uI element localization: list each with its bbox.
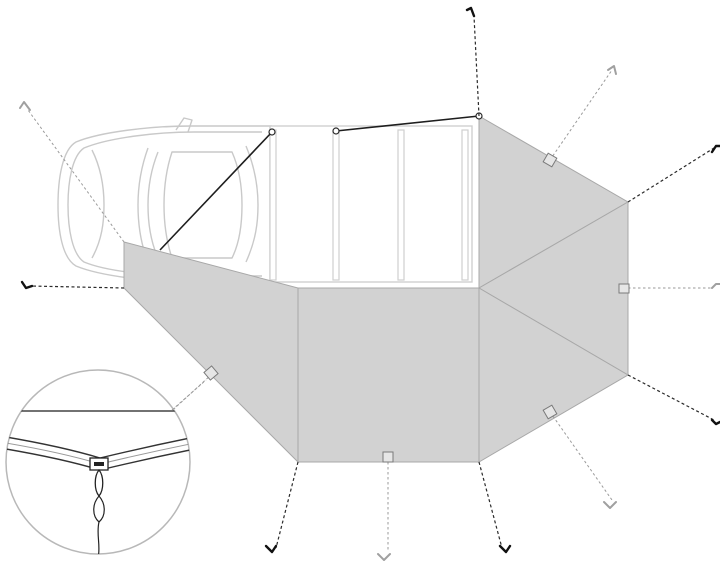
- vehicle-load-bed: [269, 125, 473, 283]
- guy-rope-upper-right: [549, 69, 613, 161]
- tent-stake-icon: [465, 6, 476, 18]
- tent-stake-icon: [603, 501, 617, 509]
- tie-down-tab-icon: [542, 404, 558, 420]
- stakes-main: [20, 6, 720, 554]
- guy-rope-left-upper: [27, 109, 125, 243]
- support-arm-top: [335, 115, 480, 132]
- tent-stake-icon: [264, 544, 278, 554]
- vehicle-rear-window: [245, 145, 259, 263]
- vehicle-windshield-inner: [147, 151, 159, 259]
- guy-rope-lower-right: [549, 411, 613, 501]
- tent-stake-icon: [377, 553, 391, 561]
- guy-rope-left: [29, 285, 125, 289]
- tent-stake-icon: [710, 144, 720, 154]
- guy-rope-right-upper: [627, 147, 715, 203]
- arm-mount-1: [268, 128, 276, 136]
- tie-down-tab-icon: [203, 365, 219, 381]
- guy-rope-bottom-left: [275, 461, 299, 549]
- awning-canopy: [123, 115, 630, 464]
- roof-rack-bar-2: [332, 129, 340, 281]
- guy-rope-bottom-right: [478, 461, 503, 549]
- roof-rack-bar-3: [397, 129, 405, 281]
- tent-stake-icon: [20, 280, 34, 290]
- roof-rack-bar-1: [269, 129, 277, 281]
- magnified-detail-icon: [5, 369, 207, 555]
- tie-down-tab-icon: [382, 451, 394, 463]
- tent-stake-icon: [711, 283, 720, 289]
- guy-ropes-main: [29, 15, 715, 549]
- tent-stake-icon: [710, 418, 720, 426]
- detail-tab-slot: [94, 462, 104, 466]
- detail-rope: [97, 521, 100, 554]
- arm-mount-2: [332, 127, 340, 135]
- roof-rack-bar-4: [461, 129, 469, 281]
- vehicle-windshield: [137, 147, 149, 263]
- stakes-secondary: [19, 65, 720, 561]
- tie-down-tab-icon: [542, 152, 558, 168]
- tent-stake-icon: [498, 544, 512, 554]
- vehicle-roof: [163, 151, 243, 259]
- tie-down-tabs: [203, 152, 630, 463]
- vehicle-hood-line: [91, 149, 105, 259]
- tent-stake-icon: [607, 65, 617, 75]
- support-arms: [159, 112, 483, 251]
- support-arm-front: [159, 131, 273, 251]
- guy-rope-top: [473, 15, 480, 117]
- awning-panel-center: [297, 287, 480, 463]
- vehicle-body-outline: [57, 125, 272, 283]
- vehicle-mirror-top: [175, 117, 193, 133]
- tie-down-tab-icon: [618, 283, 630, 294]
- vehicle-top-view: [57, 117, 473, 291]
- guy-rope-right-lower: [627, 374, 715, 421]
- tent-stake-icon: [19, 101, 31, 111]
